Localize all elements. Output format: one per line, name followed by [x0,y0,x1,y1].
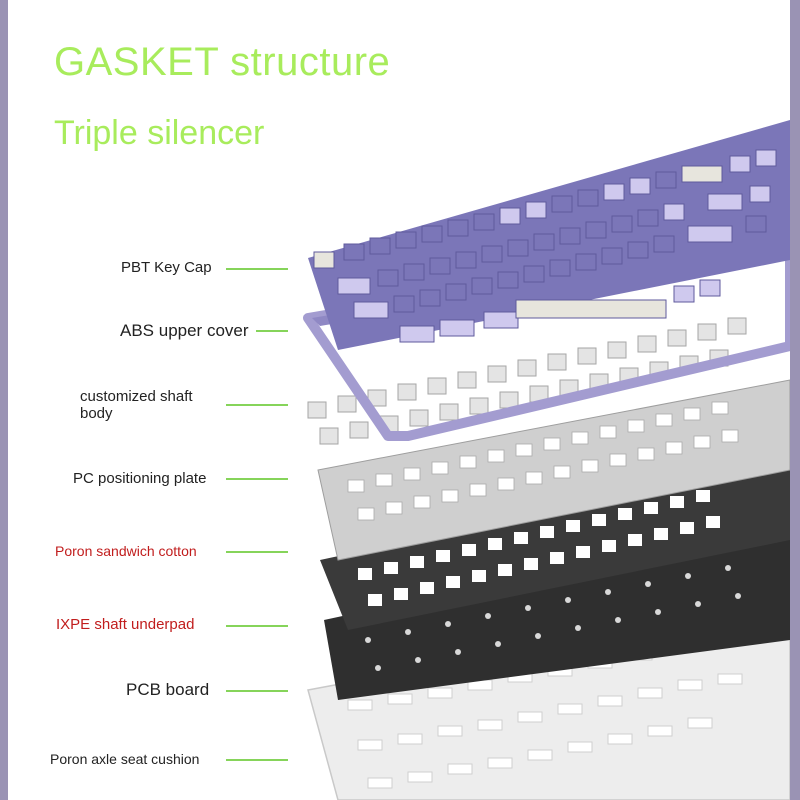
page-title: GASKET structure [54,40,391,84]
label-poron-sandwich-cotton: Poron sandwich cotton [55,543,197,559]
label-abs-upper-cover: ABS upper cover [120,321,249,340]
label-ixpe-shaft-underpad: IXPE shaft underpad [56,616,195,633]
pc-positioning-plate-layer [317,379,790,561]
leader-line-poron-sandwich-cotton [226,551,288,553]
label-pc-positioning-plate: PC positioning plate [73,470,207,487]
label-customized-shaft-body: customized shaft body [80,388,193,422]
poron-sandwich-cotton-layer [320,460,790,630]
label-poron-axle-seat-cushion: Poron axle seat cushion [50,751,200,767]
leader-line-ixpe-shaft-underpad [226,625,288,627]
pcb-board-layer [324,520,790,700]
switch-layer [307,317,747,445]
product-card: GASKET structure Triple silencer PBT Key… [8,0,790,800]
label-pbt-key-cap: PBT Key Cap [121,259,212,276]
label-pcb-board: PCB board [126,680,210,699]
leader-line-customized-shaft-body [226,404,288,406]
leader-line-pc-positioning-plate [226,478,288,480]
exploded-keyboard-illustration [8,0,790,800]
page-subtitle: Triple silencer [54,114,265,152]
leader-line-abs-upper-cover [256,330,288,332]
keycap-layer [308,120,790,350]
leader-line-poron-axle-seat-cushion [226,759,288,761]
leader-line-pbt-key-cap [226,268,288,270]
leader-line-pcb-board [226,690,288,692]
